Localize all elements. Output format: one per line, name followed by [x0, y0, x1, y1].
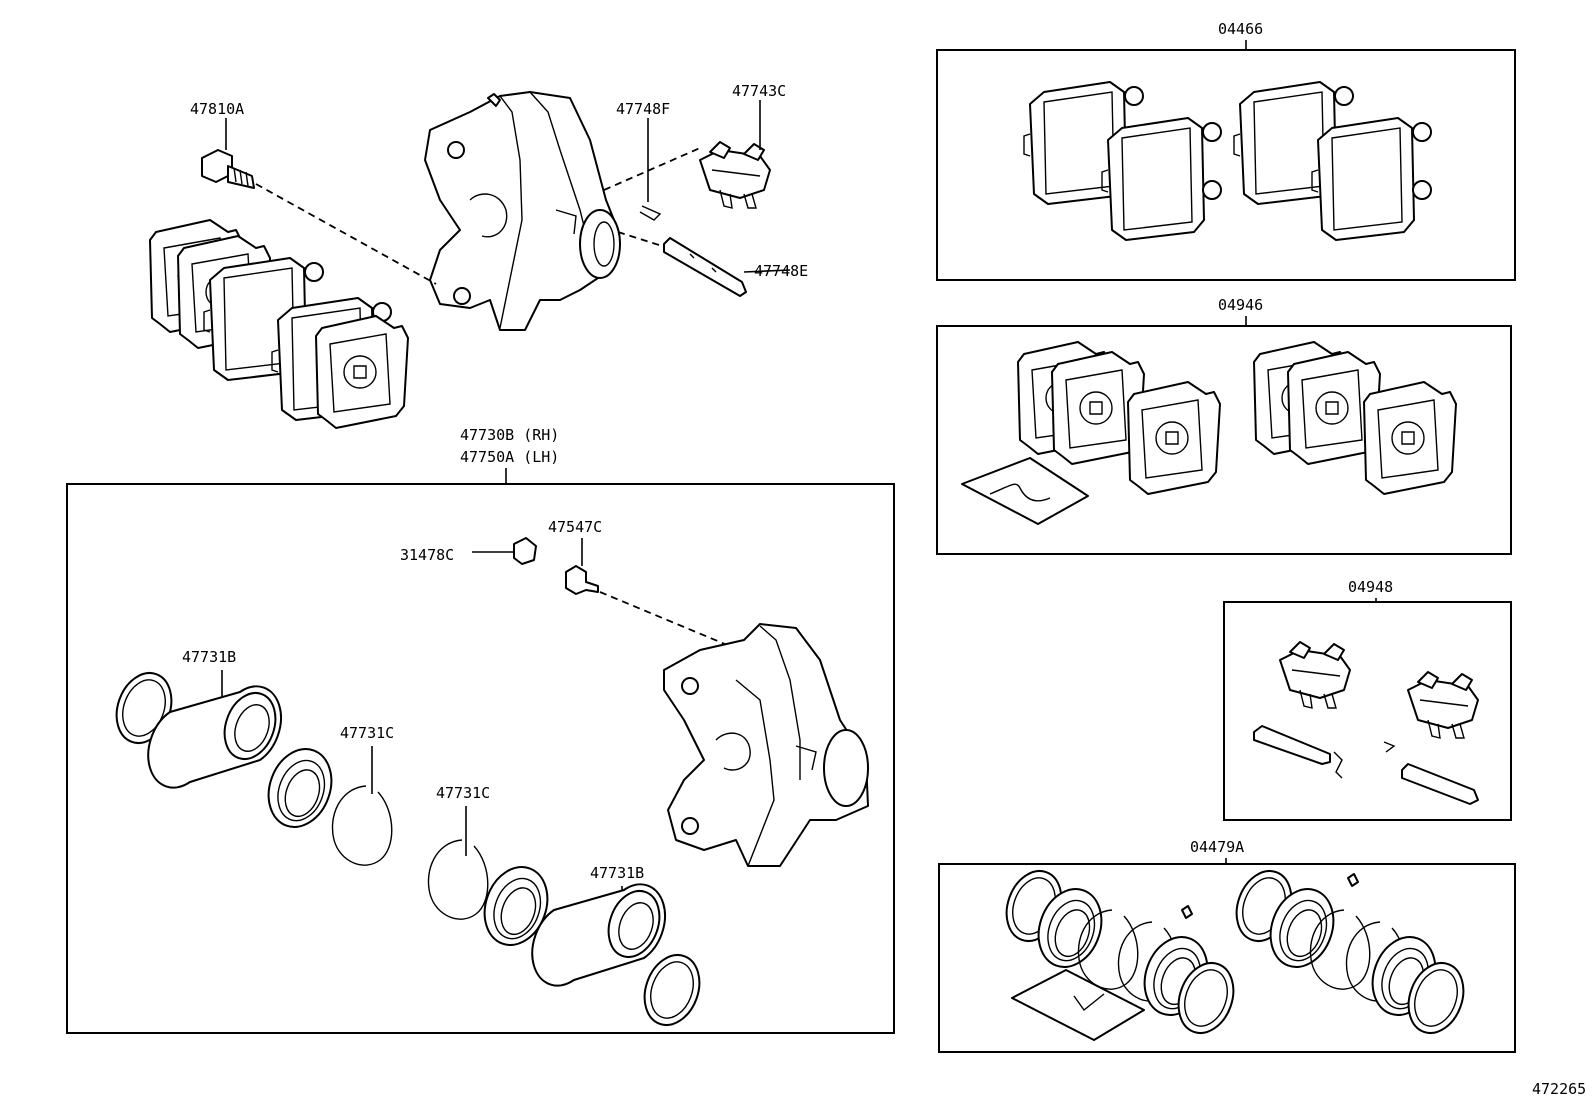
pin-clip-04948-right [1383, 741, 1396, 753]
label-47743C: 47743C [732, 82, 786, 100]
leader-pin-to-caliper [617, 231, 663, 247]
kit-04479A-seals [996, 862, 1474, 1042]
kit-04948-clips-pins [1253, 641, 1479, 805]
label-kit-04946: 04946 [1218, 296, 1263, 314]
caliper-body-bottom [663, 623, 869, 867]
pin-clip-04948-left [1333, 751, 1343, 779]
pin-04948-left [1253, 725, 1331, 765]
leader-plug-to-caliper [599, 591, 745, 653]
piston-seal-left [257, 739, 343, 837]
kit-box-04948 [1223, 601, 1512, 821]
piston-47731B-mid [531, 882, 670, 987]
pad-set-top [149, 219, 409, 429]
label-47730B: 47730B (RH) [460, 426, 559, 444]
snap-ring-47731C-mid [427, 839, 489, 920]
label-47750A: 47750A (LH) [460, 448, 559, 466]
kit-box-04946 [936, 325, 1512, 555]
anti-rattle-clip-47743C [699, 141, 771, 209]
pin-04948-right [1401, 763, 1479, 805]
label-47547C: 47547C [548, 518, 602, 536]
label-47731B-mid: 47731B [590, 864, 644, 882]
caliper-body-top [424, 91, 621, 331]
piston-seal-ring-mid [634, 946, 710, 1034]
kit-04946-shims [961, 341, 1457, 525]
guide-pin-47748E [663, 237, 747, 297]
leader-bolt-to-caliper [255, 183, 437, 285]
label-31478C: 31478C [400, 546, 454, 564]
label-47810A: 47810A [190, 100, 244, 118]
guide-bolt-47810A [201, 149, 255, 189]
label-kit-04479A: 04479A [1190, 838, 1244, 856]
leader-clip-to-caliper [603, 147, 701, 191]
label-kit-04466: 04466 [1218, 20, 1263, 38]
kit-04466-pads [1023, 81, 1432, 241]
kit-box-04466 [936, 49, 1516, 281]
bleeder-plug-47547C [565, 565, 599, 595]
label-47748E: 47748E [754, 262, 808, 280]
kit-box-04479A [938, 863, 1516, 1053]
bleeder-cap-31478C [513, 537, 537, 565]
label-kit-04948: 04948 [1348, 578, 1393, 596]
label-47731C-left: 47731C [340, 724, 394, 742]
figure-number: 472265 [1532, 1080, 1586, 1098]
pin-clip-47748F [639, 205, 662, 221]
leader-47748E [743, 269, 791, 273]
caliper-assembly-box [66, 483, 895, 1034]
caliper-kit-parts [106, 537, 869, 1034]
caliper-assembly-top [149, 91, 791, 429]
snap-ring-47731C-left [331, 785, 393, 866]
label-47748F: 47748F [616, 100, 670, 118]
label-47731B-left: 47731B [182, 648, 236, 666]
grease-packet-04479A [1011, 969, 1145, 1041]
grease-packet-04946 [961, 457, 1089, 525]
label-47731C-mid: 47731C [436, 784, 490, 802]
